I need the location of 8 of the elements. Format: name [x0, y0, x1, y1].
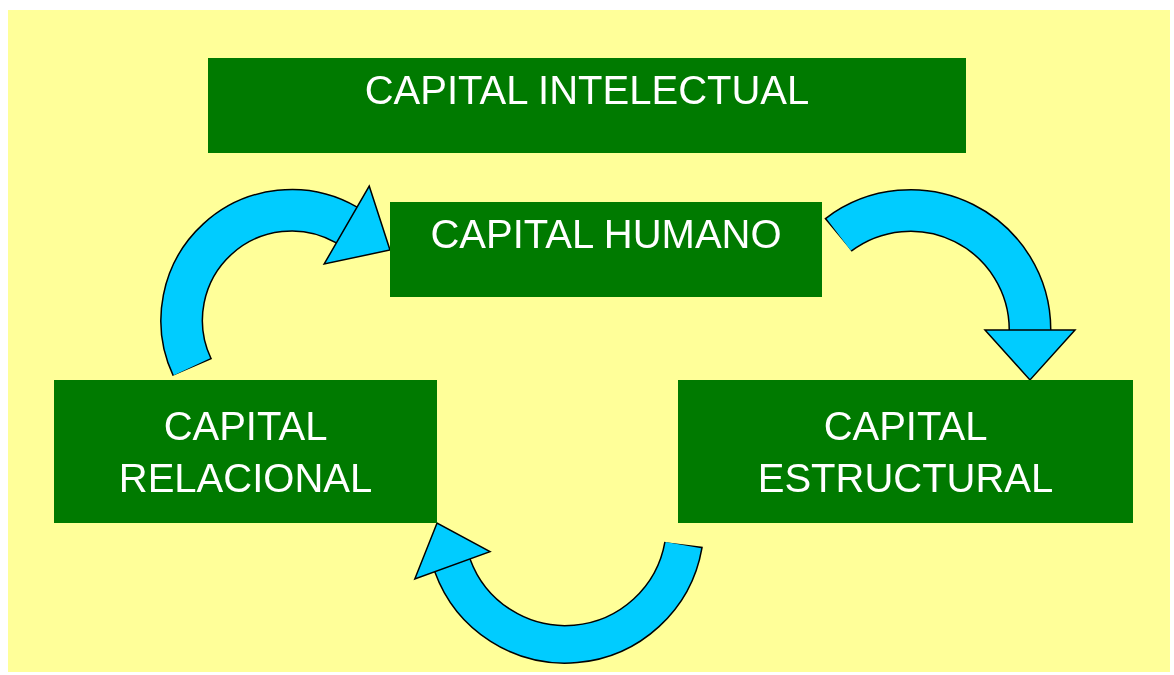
box-label: CAPITAL RELACIONAL: [117, 402, 374, 502]
capital-box: [678, 380, 1133, 523]
box-label: CAPITAL INTELECTUAL: [364, 67, 810, 114]
capital-box: [390, 202, 822, 297]
capital-box: [208, 58, 966, 153]
box-label: CAPITAL ESTRUCTURAL: [756, 402, 1055, 502]
box-label: CAPITAL HUMANO: [430, 211, 782, 258]
capital-box: [54, 380, 437, 523]
